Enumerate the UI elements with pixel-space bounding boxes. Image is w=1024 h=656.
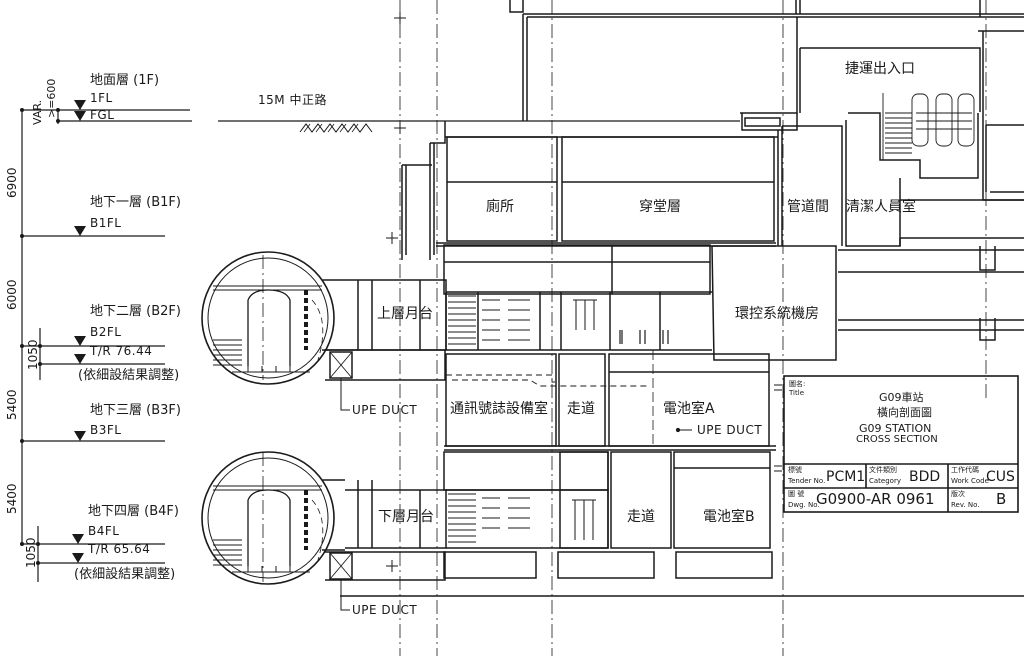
dimension-5400-b: 5400 [5,483,19,514]
grid-crosses [386,12,406,572]
room-lower-platform: 下層月台 [378,509,434,525]
b4-level [325,451,1024,597]
title-line-4: CROSS SECTION [856,434,938,445]
tender-cn: 標號 [788,466,802,474]
room-battery-b: 電池室B [703,509,755,525]
room-pipe-shaft: 管道間 [787,199,829,215]
b3-level [325,349,776,451]
level-marker-b2fl: B2FL [90,325,122,339]
ground-line [218,120,740,133]
dwg-value: G0900-AR 0961 [816,490,935,508]
dimension-1050-a: 1050 [26,339,40,370]
level-marker-tr-lower: T/R 65.64 [88,542,151,556]
level-marker-fgl: FGL [90,108,115,122]
dimension-6000: 6000 [5,279,19,310]
workcode-value: CUS [986,469,1015,485]
category-cn: 文件類別 [869,466,897,474]
rev-en: Rev. No. [951,501,980,509]
dimension-var: VAR. [31,99,44,125]
duct-label-lower: UPE DUCT [352,603,418,617]
room-concourse: 穿堂層 [639,199,681,215]
dwg-cn: 圖 號 [788,490,805,498]
entrance-stairs [882,93,975,160]
level-lines [20,100,192,582]
level-label-b3f: 地下三層 (B3F) [90,403,181,418]
tunnel-lower [201,451,345,585]
room-ecs: 環控系統機房 [735,306,819,322]
concourse-level [401,120,1024,260]
level-label-1f: 地面層 (1F) [90,73,160,88]
title-line-1: G09車站 [879,391,924,404]
workcode-en: Work Code [951,477,989,485]
title-line-2: 橫向剖面圖 [877,406,932,419]
level-marker-b1fl: B1FL [90,216,122,230]
title-en-label: Title [789,389,805,397]
duct-label-upper: UPE DUCT [352,403,418,417]
room-corridor-1: 走道 [567,401,595,417]
dimension-var-min: >=600 [45,78,58,118]
level-marker-tr-upper: T/R 76.44 [90,344,153,358]
room-upper-platform: 上層月台 [377,306,433,322]
room-corridor-2: 走道 [627,509,655,525]
room-cleaning: 清潔人員室 [846,199,916,215]
dimension-6900: 6900 [5,167,19,198]
level-label-b4f: 地下四層 (B4F) [88,504,179,519]
room-entrance: 捷運出入口 [845,61,915,77]
title-block-frame [774,375,1019,513]
rev-cn: 版次 [951,490,965,498]
workcode-cn: 工作代碼 [951,466,979,474]
level-marker-b3fl: B3FL [90,423,122,437]
dimension-5400-a: 5400 [5,389,19,420]
title-line-3: G09 STATION [859,422,932,435]
rev-value: B [996,490,1007,508]
category-en: Category [869,477,901,485]
level-marker-b4fl: B4FL [88,524,120,538]
duct-label-battery: UPE DUCT [697,423,763,437]
duct-leaders [340,378,681,611]
tunnel-upper [201,251,345,385]
title-cn-label: 圖名: [789,380,806,388]
dwg-en: Dwg. No. [788,501,820,509]
level-label-b1f: 地下一層 (B1F) [90,195,181,210]
tender-en: Tender No. [788,477,826,485]
level-note-b4: (依細設結果調整) [74,567,176,582]
upper-structure [509,0,1024,201]
level-note-b2: (依細設結果調整) [78,368,180,383]
b2-level [345,244,1024,361]
category-value: BDD [909,469,941,485]
level-label-b2f: 地下二層 (B2F) [90,304,181,319]
level-marker-1fl: 1FL [90,91,113,105]
street-label: 15M 中正路 [258,93,327,107]
grid-lines [262,0,987,656]
room-toilet: 廁所 [486,199,514,215]
room-battery-a: 電池室A [663,401,715,417]
tender-value: PCM1 [826,469,866,485]
dimension-1050-b: 1050 [24,537,38,568]
room-signal: 通訊號誌設備室 [450,401,548,417]
